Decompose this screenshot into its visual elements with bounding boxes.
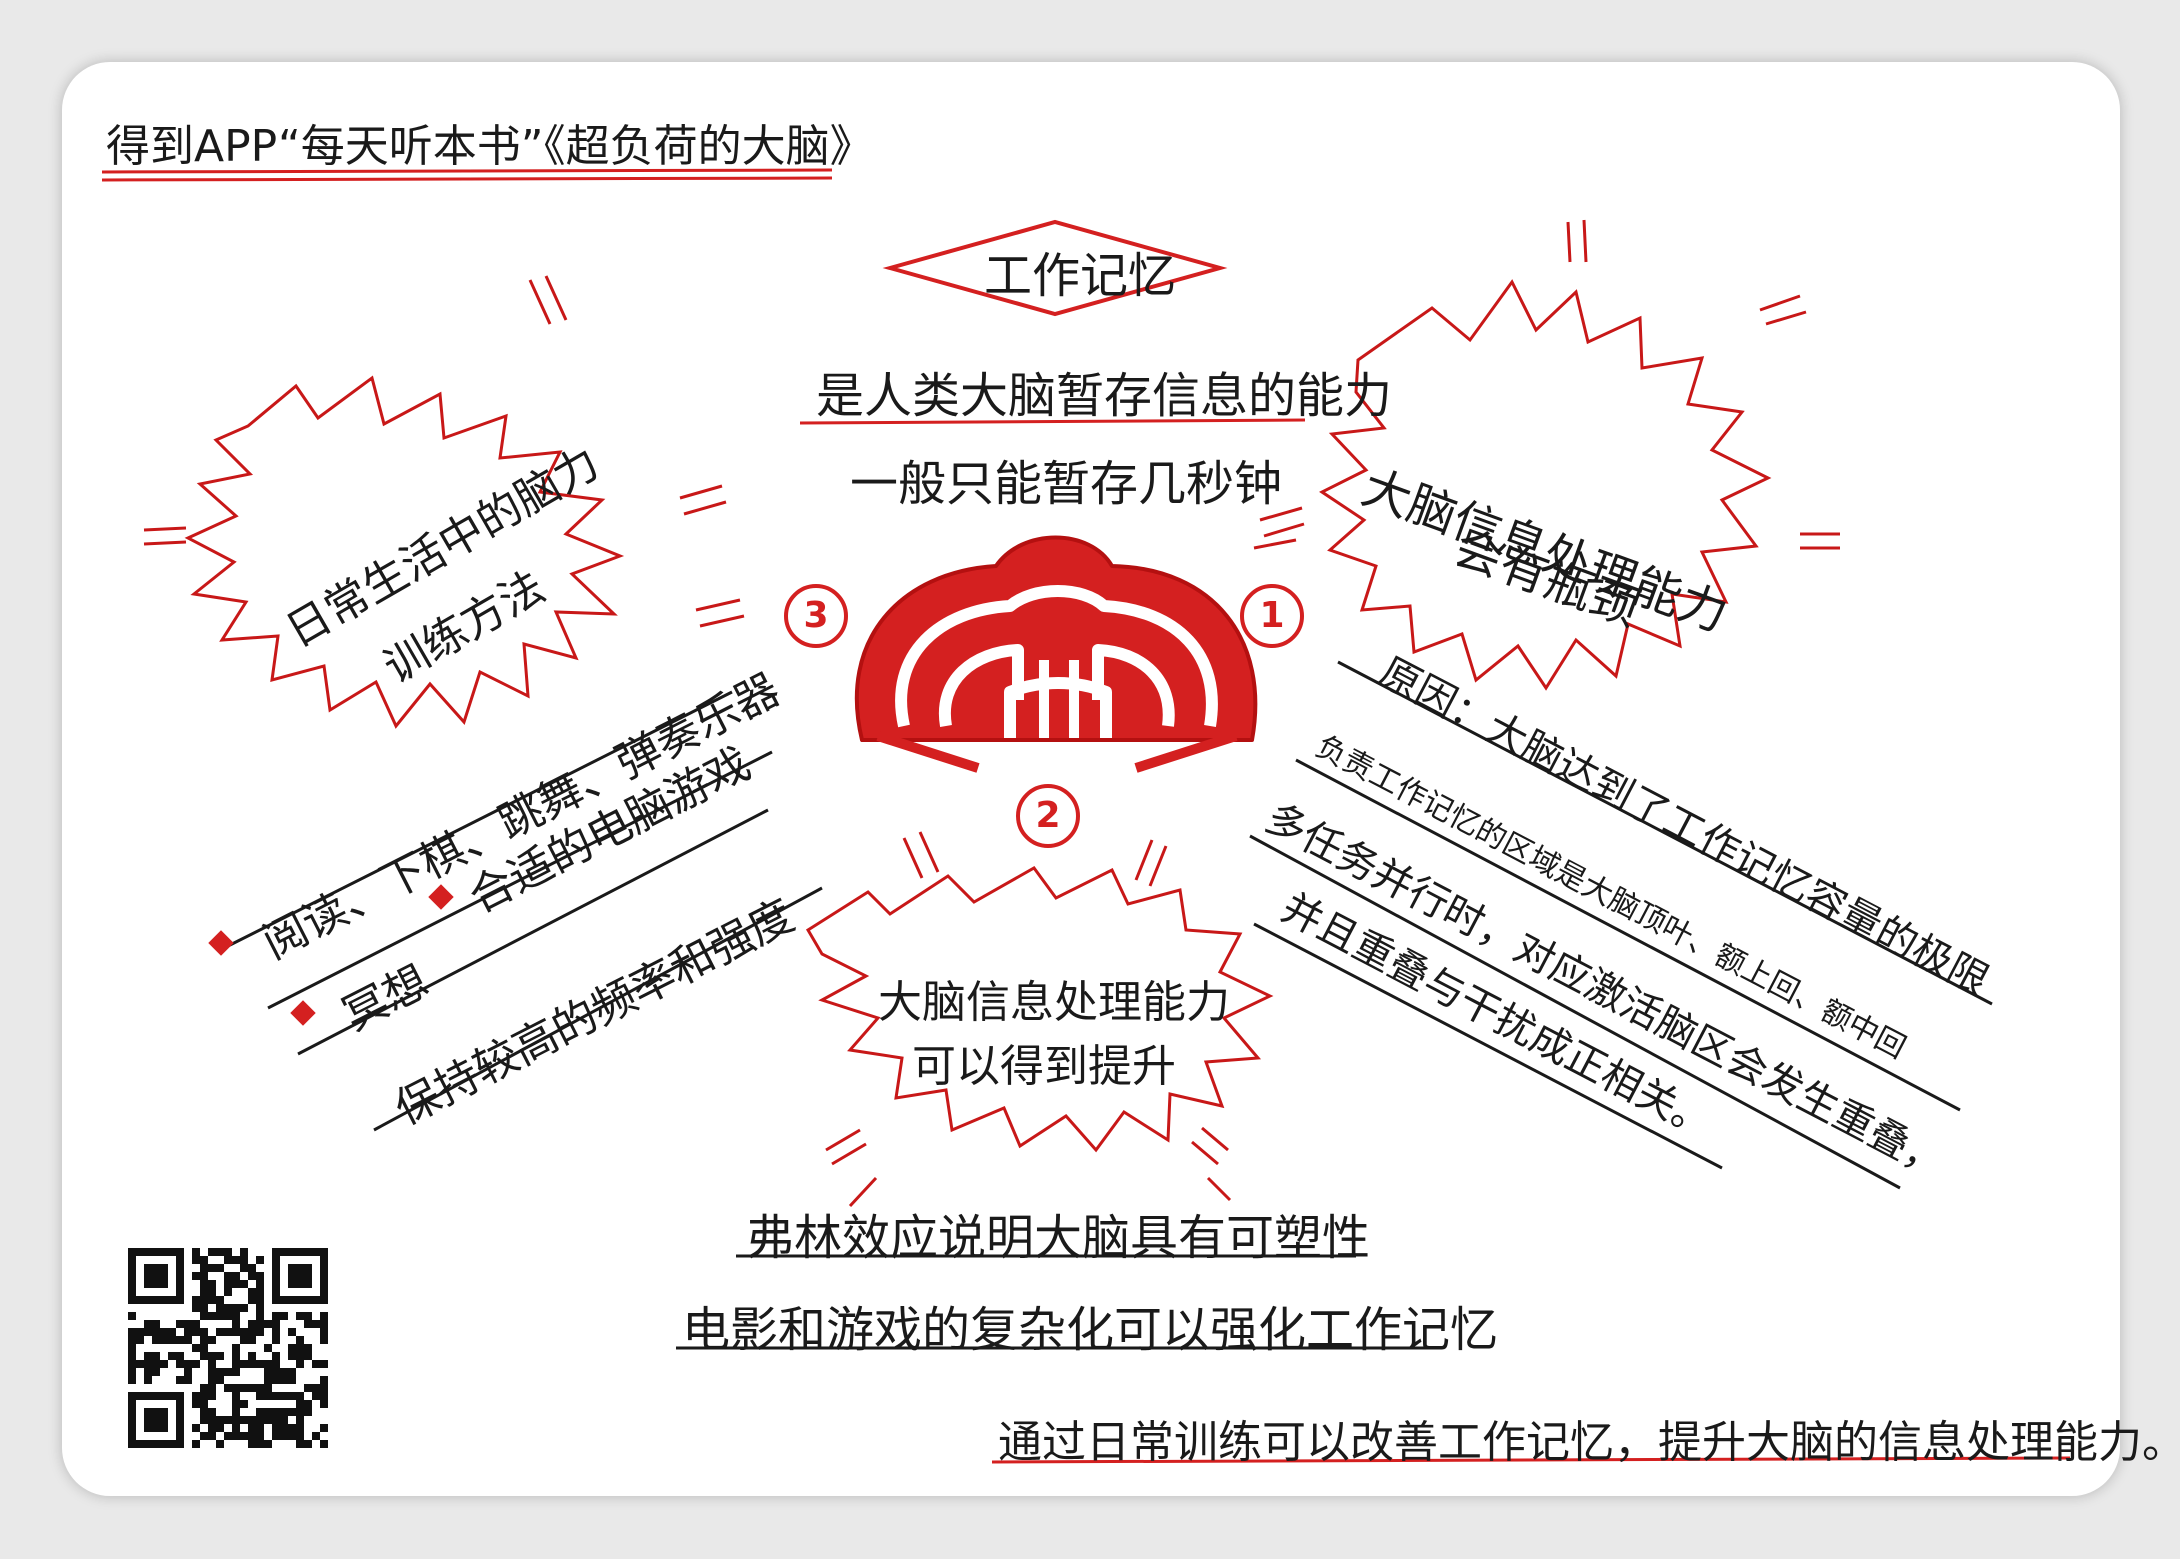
number-badge-one: 1 — [1240, 584, 1304, 648]
keyword-label: 工作记忆 — [984, 248, 1177, 304]
header-title: 得到APP“每天听本书”《超负荷的大脑》 — [106, 121, 874, 172]
title-underline — [101, 168, 833, 182]
footer-summary: 通过日常训练可以改善工作记忆，提升大脑的信息处理能力。 — [998, 1417, 2180, 1468]
burst-three-outline — [184, 375, 625, 729]
method-lines — [227, 690, 823, 1132]
keyword-diamond — [882, 219, 1228, 317]
definition-text: 是人类大脑暂存信息的能力 — [816, 368, 1393, 424]
burst-three-rays — [143, 275, 745, 628]
improve-text-2: 电影和游戏的复杂化可以强化工作记忆 — [682, 1302, 1499, 1358]
reason-lines — [1249, 660, 1993, 1190]
burst-one-rays — [1253, 219, 1840, 550]
duration-text: 一般只能暂存几秒钟 — [850, 456, 1283, 512]
qr-code-icon — [128, 1248, 328, 1448]
burst-two-outline — [805, 866, 1274, 1153]
number-badge-two: 2 — [1016, 784, 1080, 848]
footer-underline — [991, 1456, 2071, 1464]
improve-text-1: 弗林效应说明大脑具有可塑性 — [746, 1210, 1371, 1266]
burst-two-line2: 可以得到提升 — [912, 1041, 1176, 1092]
number-badge-three: 3 — [784, 584, 848, 648]
burst-one-outline — [1319, 279, 1772, 691]
burst-two-line1: 大脑信息处理能力 — [878, 977, 1230, 1028]
burst-two-rays — [825, 831, 1232, 1208]
brain-icon — [854, 535, 1258, 773]
definition-underline — [799, 418, 1306, 425]
